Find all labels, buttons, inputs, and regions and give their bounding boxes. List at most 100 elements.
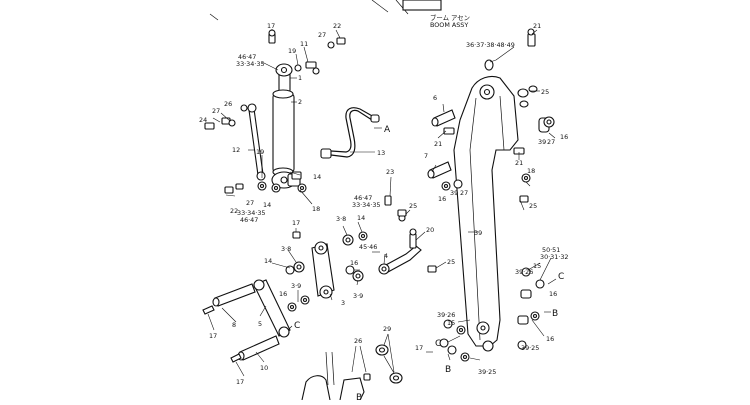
callout-22: 22 <box>333 22 341 30</box>
callout-4: 4 <box>384 252 388 260</box>
callout-26: 26 <box>224 100 232 108</box>
callout-46-47: 46·47 <box>354 194 372 202</box>
callout-17: 17 <box>209 332 217 340</box>
callout-27: 27 <box>212 107 220 115</box>
callout-17: 17 <box>267 22 275 30</box>
callout-39-25: 39·25 <box>521 344 539 352</box>
callout-21: 21 <box>515 159 523 167</box>
cylinder-top-hardware <box>204 29 346 130</box>
callout-13: 13 <box>377 149 385 157</box>
callout-19: 19 <box>256 148 264 156</box>
pin-10 <box>230 335 280 363</box>
callout-3-8: 3·8 <box>336 215 346 223</box>
callout-labels: 17 22 27 11 19 46·47 33·34·35 1 2 26 27 … <box>199 22 568 403</box>
callout-23: 23 <box>386 168 394 176</box>
callout-24: 24 <box>199 116 207 124</box>
callout-6: 6 <box>433 94 437 102</box>
callout-39: 39 <box>538 138 546 146</box>
callout-7: 7 <box>424 152 428 160</box>
callout-46-47: 46·47 <box>240 216 258 224</box>
callout-22: 22 <box>230 207 238 215</box>
callout-21: 21 <box>533 22 541 30</box>
callout-27: 27 <box>547 138 555 146</box>
callout-33-34-35: 33·34·35 <box>236 60 264 68</box>
callout-16: 16 <box>350 259 358 267</box>
callout-21: 21 <box>434 140 442 148</box>
bucket-link-lower <box>301 344 403 401</box>
callout-25: 25 <box>529 202 537 210</box>
boom-assy-title: ブーム アセン BOOM ASSY <box>430 13 470 29</box>
callout-39-26: 39·26 <box>437 311 455 319</box>
callout-14: 14 <box>263 201 271 209</box>
callout-3-9: 3·9 <box>353 292 363 300</box>
callout-B: B <box>356 393 362 400</box>
callout-A: A <box>384 125 391 135</box>
callout-45-46: 45·46 <box>359 243 377 251</box>
callout-14: 14 <box>264 257 272 265</box>
callout-39: 39 <box>450 189 458 197</box>
callout-3-8: 3·8 <box>281 245 291 253</box>
callout-20: 20 <box>426 226 434 234</box>
bracket-4 <box>378 195 437 275</box>
callout-16: 16 <box>560 133 568 141</box>
callout-14: 14 <box>313 173 321 181</box>
callout-30-31-32: 30·31·32 <box>540 253 568 261</box>
callout-15: 15 <box>533 262 541 270</box>
callout-25: 25 <box>541 88 549 96</box>
callout-25: 25 <box>447 258 455 266</box>
callout-26: 26 <box>354 337 362 345</box>
callout-C: C <box>558 272 564 282</box>
callout-10: 10 <box>260 364 268 372</box>
title-en: BOOM ASSY <box>430 21 468 29</box>
callout-B: B <box>552 309 558 319</box>
callout-50-51: 50·51 <box>542 246 560 254</box>
callout-33-34-35: 33·34·35 <box>352 201 380 209</box>
leader-lines <box>207 29 557 377</box>
callout-46-47: 46·47 <box>238 53 256 61</box>
callout-33-34-35: 33·34·35 <box>237 209 265 217</box>
title-jp: ブーム アセン <box>430 13 470 22</box>
boom-body <box>453 75 519 352</box>
callout-17: 17 <box>236 378 244 386</box>
linkage-washers <box>285 231 368 312</box>
callout-3: 3 <box>341 299 345 307</box>
adjacent-figure-edge <box>209 0 442 21</box>
callout-16: 16 <box>546 335 554 343</box>
hydraulic-hose <box>320 107 380 159</box>
callout-16: 16 <box>279 290 287 298</box>
callout-29: 29 <box>383 325 391 333</box>
cylinder-bottom-hardware <box>224 171 307 194</box>
side-link-5 <box>253 279 291 338</box>
callout-18: 18 <box>527 167 535 175</box>
boom-hardware <box>427 28 555 362</box>
callout-14: 14 <box>357 214 365 222</box>
callout-39-26: 39·26 <box>515 268 533 276</box>
callout-19: 19 <box>288 47 296 55</box>
callout-17: 17 <box>415 344 423 352</box>
callout-39: 39 <box>474 229 482 237</box>
callout-15: 15 <box>447 319 455 327</box>
callout-B: B <box>445 365 451 375</box>
callout-27: 27 <box>460 189 468 197</box>
callout-36-37-38-48-49: 36·37·38·48·49 <box>466 41 515 49</box>
callout-2: 2 <box>298 98 302 106</box>
callout-C: C <box>435 339 441 349</box>
callout-11: 11 <box>300 40 308 48</box>
callout-17: 17 <box>292 219 300 227</box>
callout-C: C <box>294 321 300 331</box>
callout-16: 16 <box>438 195 446 203</box>
rod-12 <box>247 103 266 181</box>
callout-3-9: 3·9 <box>291 282 301 290</box>
callout-27: 27 <box>246 199 254 207</box>
callout-5: 5 <box>258 320 262 328</box>
callout-1: 1 <box>298 74 302 82</box>
callout-16: 16 <box>549 290 557 298</box>
callout-25: 25 <box>409 202 417 210</box>
callout-39-25: 39·25 <box>478 368 496 376</box>
callout-12: 12 <box>232 146 240 154</box>
boom-cylinder <box>271 63 301 189</box>
arm-link-3 <box>311 241 335 299</box>
callout-18: 18 <box>312 205 320 213</box>
